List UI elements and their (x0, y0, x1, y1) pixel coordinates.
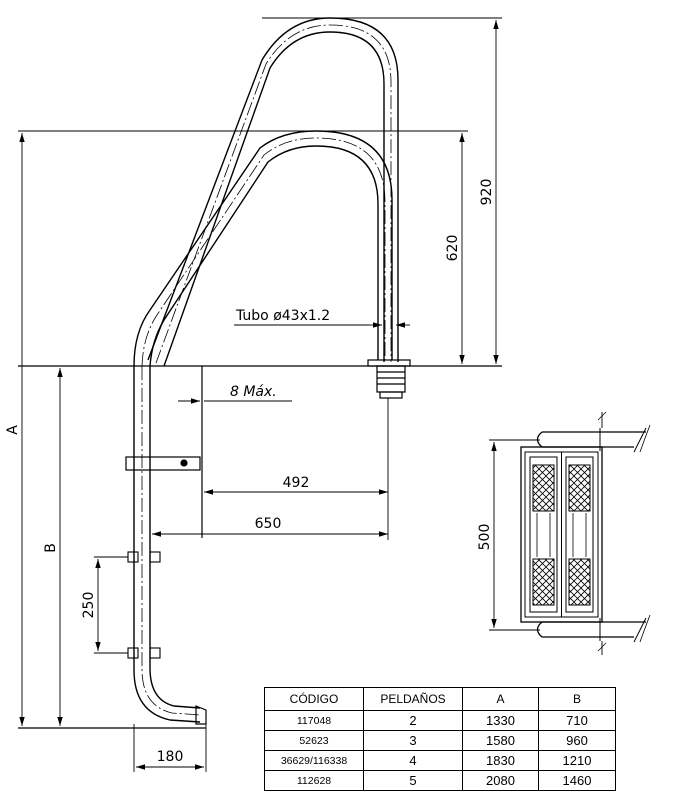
dimension-labels: 920 620 A B 250 Tubo ø43x1.2 8 Máx. 492 … (5, 179, 495, 765)
table-row: 117048 2 1330 710 (264, 710, 616, 731)
table-header-row: CÓDIGO PELDAÑOS A B (264, 687, 616, 711)
table-row: 52623 3 1580 960 (264, 730, 616, 751)
cell-a: 2080 (462, 770, 539, 791)
wall-spacer (125, 366, 203, 538)
max-gap-label: 8 Máx. (230, 384, 277, 400)
ladder-leg (133, 366, 207, 725)
cell-b: 710 (538, 710, 616, 731)
spec-table: CÓDIGO PELDAÑOS A B 117048 2 1330 710 52… (264, 687, 616, 791)
dim-620-label: 620 (445, 235, 461, 262)
dimension-lines (19, 20, 499, 772)
dim-650-label: 650 (255, 516, 282, 532)
header-peldanos: PELDAÑOS (363, 687, 463, 711)
dim-492-label: 492 (283, 475, 310, 491)
outer-handrail (147, 17, 399, 367)
cell-peldanos: 5 (363, 770, 463, 791)
tube-spec-label: Tubo ø43x1.2 (235, 308, 330, 324)
header-b: B (538, 687, 616, 711)
cell-b: 1210 (538, 750, 616, 771)
table-row: 112628 5 2080 1460 (264, 770, 616, 791)
cell-a: 1330 (462, 710, 539, 731)
step-bolts (127, 551, 161, 659)
cell-b: 1460 (538, 770, 616, 791)
table-row: 36629/116338 4 1830 1210 (264, 750, 616, 771)
cell-a: 1830 (462, 750, 539, 771)
cell-codigo: 112628 (264, 770, 364, 791)
deck-anchor (367, 359, 411, 399)
dim-250-label: 250 (81, 592, 97, 619)
dim-500-label: 500 (477, 524, 493, 551)
inner-handrail (133, 130, 393, 367)
header-codigo: CÓDIGO (264, 687, 364, 711)
dim-180-label: 180 (157, 749, 184, 765)
cell-codigo: 36629/116338 (264, 750, 364, 771)
dim-920-label: 920 (479, 179, 495, 206)
cell-b: 960 (538, 730, 616, 751)
header-a: A (462, 687, 539, 711)
ladder-side-view (18, 17, 502, 729)
cell-peldanos: 2 (363, 710, 463, 731)
cell-codigo: 52623 (264, 730, 364, 751)
cell-codigo: 117048 (264, 710, 364, 731)
step-top-view (489, 411, 651, 655)
cell-a: 1580 (462, 730, 539, 751)
dim-a-label: A (5, 425, 21, 435)
dim-b-label: B (43, 543, 59, 553)
cell-peldanos: 4 (363, 750, 463, 771)
cell-peldanos: 3 (363, 730, 463, 751)
